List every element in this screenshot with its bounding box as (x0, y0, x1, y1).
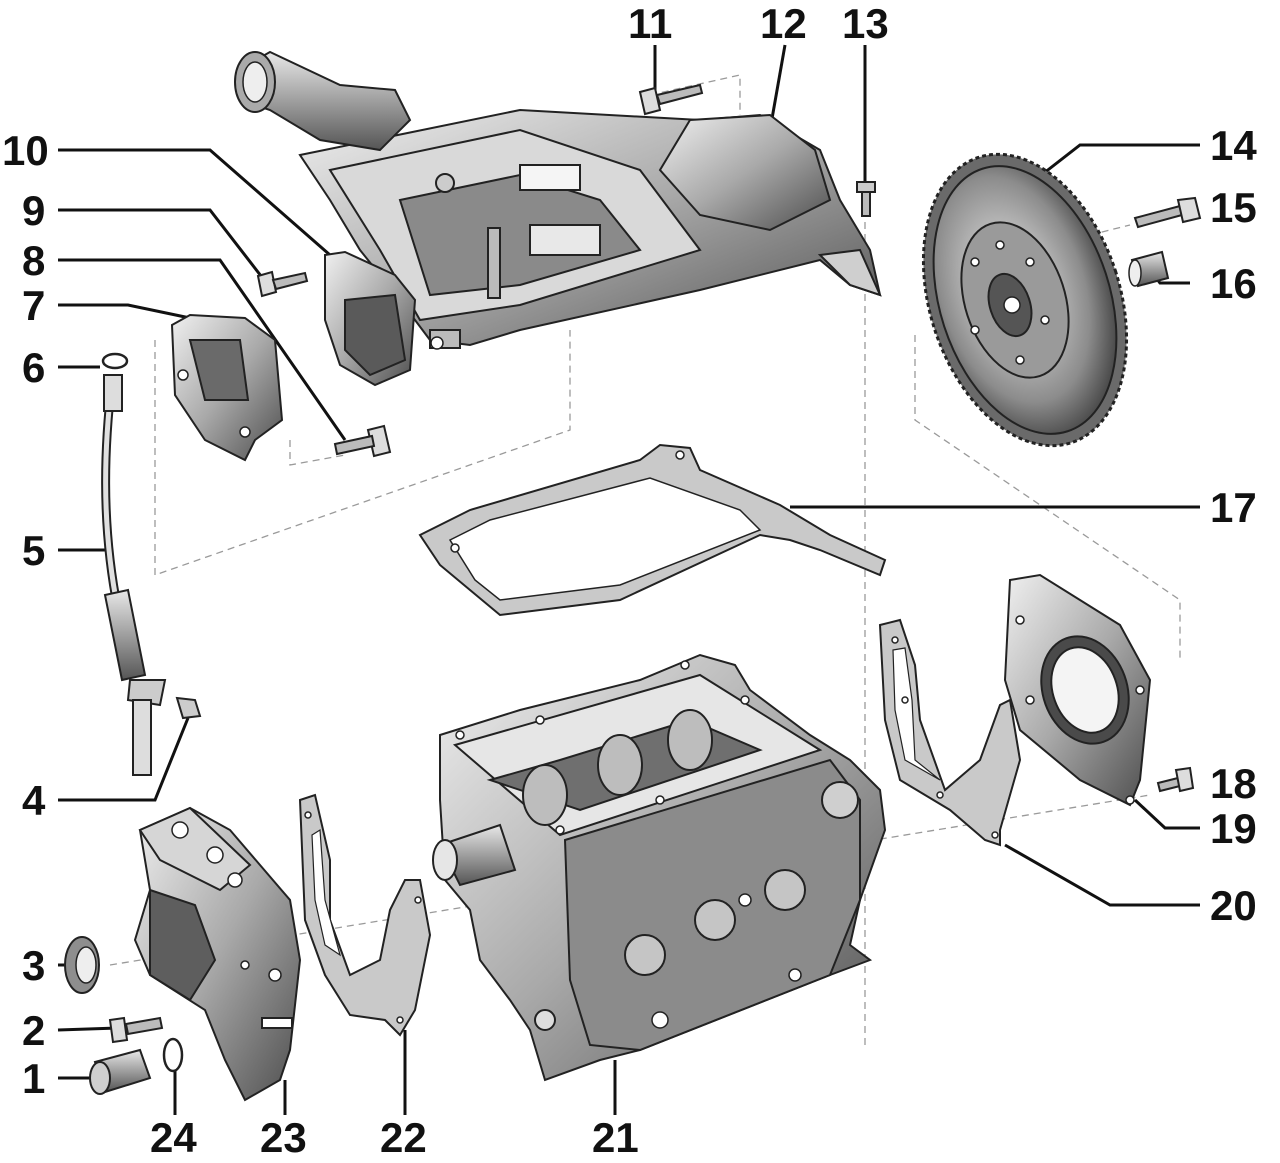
callout-18: 18 (1210, 760, 1257, 807)
callout-13: 13 (842, 0, 889, 47)
callout-15: 15 (1210, 184, 1257, 231)
callout-22: 22 (380, 1114, 427, 1161)
oil-pan (234, 50, 882, 350)
callout-21: 21 (592, 1114, 639, 1161)
bushing-16 (1128, 250, 1170, 288)
leader-lines (57, 44, 1200, 1115)
callout-24: 24 (150, 1114, 197, 1161)
callout-1: 1 (22, 1055, 45, 1102)
bolt-2 (108, 1016, 164, 1044)
bracket-7 (170, 313, 284, 462)
bolt-13 (856, 181, 876, 217)
baffle-cover (324, 250, 417, 387)
callout-20: 20 (1210, 882, 1257, 929)
bolt-4 (175, 696, 202, 720)
rear-gasket (878, 618, 1022, 847)
plug-1 (89, 1048, 152, 1095)
callout-11: 11 (628, 0, 672, 47)
bolt-11 (638, 83, 704, 116)
callout-2: 2 (22, 1007, 45, 1054)
callout-3: 3 (22, 942, 45, 989)
callout-14: 14 (1210, 122, 1257, 169)
oil-pan-gasket (418, 443, 887, 617)
dipstick-tube (101, 374, 167, 776)
callout-5: 5 (22, 527, 45, 574)
callout-7: 7 (22, 282, 45, 329)
bolt-15 (1133, 196, 1202, 229)
callout-12: 12 (760, 0, 807, 47)
callout-16: 16 (1210, 260, 1257, 307)
callout-10: 10 (2, 127, 49, 174)
bolt-8 (333, 424, 392, 458)
callout-17: 17 (1210, 484, 1257, 531)
engine-block (432, 653, 887, 1082)
callout-4: 4 (22, 777, 46, 824)
callout-19: 19 (1210, 805, 1257, 852)
callout-9: 9 (22, 187, 45, 234)
bolt-9 (256, 270, 309, 298)
bolt-18 (1156, 766, 1195, 793)
callout-8: 8 (22, 237, 45, 284)
seal-ring-3 (64, 936, 100, 994)
callout-labels: 1 2 3 4 5 6 7 8 9 10 11 12 13 14 15 16 1… (2, 0, 1257, 1161)
callout-6: 6 (22, 344, 45, 391)
o-ring-6 (101, 352, 129, 370)
front-cover (133, 806, 302, 1102)
rear-seal-housing (1003, 573, 1152, 807)
callout-23: 23 (260, 1114, 307, 1161)
o-ring-24 (162, 1037, 184, 1073)
flywheel (921, 152, 1129, 448)
front-gasket (298, 793, 432, 1037)
